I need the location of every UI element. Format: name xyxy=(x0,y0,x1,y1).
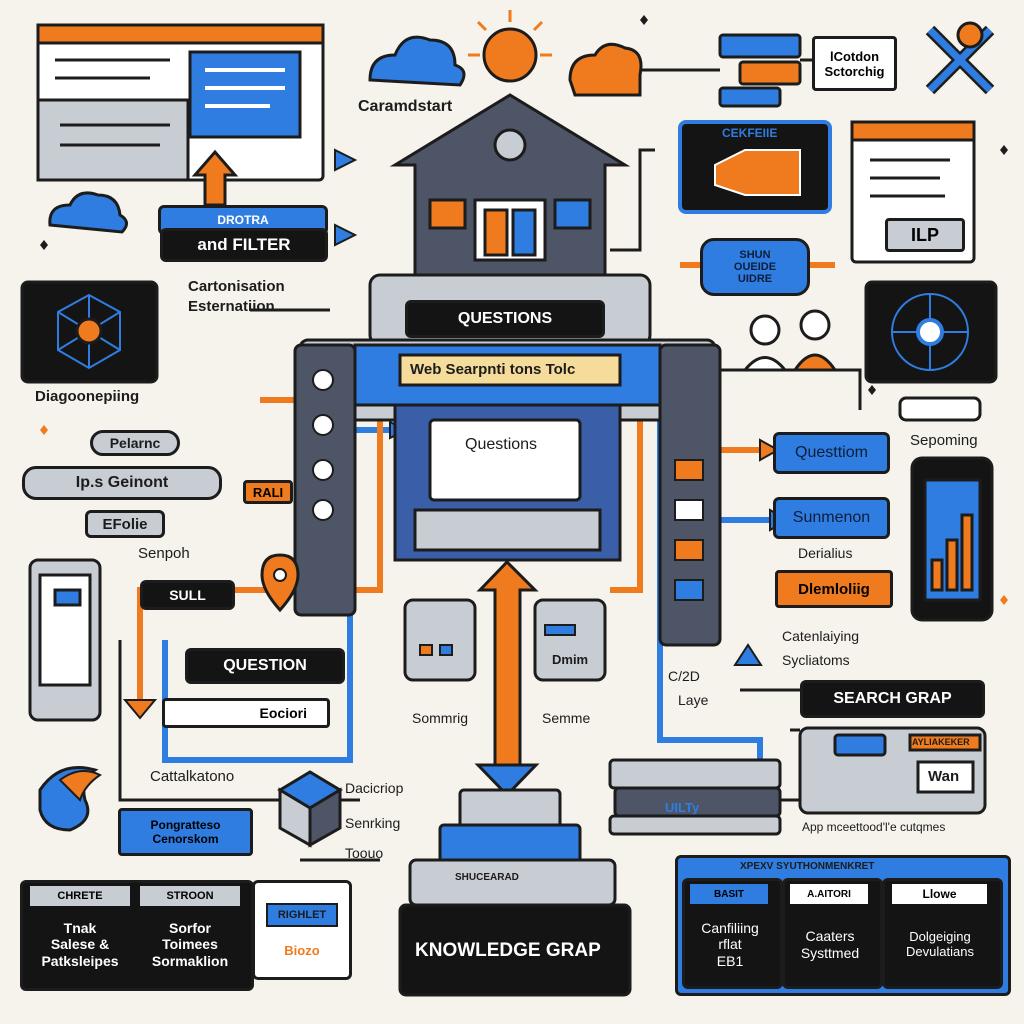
card-llowe-line2: Devulatians xyxy=(906,943,974,959)
efolie-chip[interactable]: EFolie xyxy=(85,510,165,538)
shun-panel[interactable]: SHUN OUEIDE UIDRE xyxy=(700,238,810,296)
card-chrete-line2: Salese & xyxy=(50,936,110,953)
camdstart-label: Caramdstart xyxy=(358,98,453,115)
card-stroon[interactable]: Sorfor Toimees Sormaklion xyxy=(140,912,240,977)
cekfeie-label: CEKFEIIE xyxy=(722,126,778,140)
card-header-stroon: STROON xyxy=(140,886,240,906)
ilp-button[interactable]: ILP xyxy=(885,218,965,252)
card-stroon-line3: Sormaklion xyxy=(151,952,229,969)
diagonepling-label: Diagoonepiing xyxy=(35,388,140,405)
derialius-label: Derialius xyxy=(798,545,853,561)
card-chrete-line1: Tnak xyxy=(63,920,97,937)
question-button[interactable]: QUESTION xyxy=(185,648,345,684)
wan-label: Wan xyxy=(928,768,960,785)
pelarnc-chip[interactable]: Pelarnc xyxy=(90,430,180,456)
esternation-label: Esternatiion xyxy=(188,298,275,315)
biozo-label: Biozo xyxy=(284,942,320,958)
card-aaitori-line2: Systtmed xyxy=(800,944,860,961)
cenorskom-line: Cenorskom xyxy=(152,832,219,846)
card-chrete[interactable]: Tnak Salese & Patksleipes xyxy=(30,912,130,977)
senpoh-label: Senpoh xyxy=(138,545,190,562)
card-llowe-body: Dolgeiging Devulatians xyxy=(884,912,996,977)
card-llowe-line1: Dolgeiging xyxy=(909,928,971,944)
cartonisation-label: Cartonisation xyxy=(188,278,285,295)
toouo-label: Toouo xyxy=(345,845,384,861)
card-basit-header: BASIT xyxy=(690,884,768,904)
catenlaiying-label: Catenlaiying xyxy=(782,628,860,644)
card-chrete-line3: Patksleipes xyxy=(41,952,119,969)
card-llowe-header: Llowe xyxy=(892,884,987,904)
questions-header: QUESTIONS xyxy=(405,300,605,338)
location-line2: Sctorchig xyxy=(824,63,885,79)
sull-button[interactable]: SULL xyxy=(140,580,235,610)
cattalkatono-label: Cattalkatono xyxy=(150,768,235,785)
card-basit-body: Canfiliing rflat EB1 xyxy=(685,912,775,977)
sepoming-label: Sepoming xyxy=(910,432,978,449)
card-aaitori-body: Caaters Systtmed xyxy=(785,912,875,977)
rali-tag[interactable]: RALI xyxy=(243,480,293,504)
pedestal-tag: SHUCEARAD xyxy=(455,872,519,883)
eociori-field[interactable]: Eociori xyxy=(162,698,330,728)
ip-geinont-field[interactable]: Ip.s Geinont xyxy=(22,466,222,500)
righlet-tag: RIGHLET xyxy=(265,902,339,927)
dlemloliig-button[interactable]: Dlemloliig xyxy=(775,570,893,608)
pongratteso-line: Pongratteso xyxy=(150,818,221,832)
questtiom-button[interactable]: Questtiom xyxy=(773,432,890,474)
location-line1: lCotdon xyxy=(829,48,880,64)
card-stroon-line1: Sorfor xyxy=(169,920,211,937)
sunmenon-button[interactable]: Sunmenon xyxy=(773,497,890,539)
cpd-label: C/2D xyxy=(668,668,700,684)
shun-line3: UIDRE xyxy=(737,273,773,285)
shun-line1: SHUN xyxy=(739,249,771,261)
card-basit-line2: rflat xyxy=(718,936,742,953)
card-header-chrete: CHRETE xyxy=(30,886,130,906)
knowledge-graph-title: KNOWLEDGE GRAP xyxy=(415,940,601,961)
sommrig-label: Sommrig xyxy=(412,710,469,726)
book-label: UILTy xyxy=(665,800,700,815)
card-stroon-line2: Toimees xyxy=(162,936,218,953)
app-outcomes-label: App mceettood'l'e cutqmes xyxy=(802,820,946,834)
laye-label: Laye xyxy=(678,692,709,708)
ayliakeker-tag: AYLIAKEKER xyxy=(912,737,970,747)
card-basit-line3: EB1 xyxy=(716,952,744,969)
sycliatoms-label: Sycliatoms xyxy=(782,652,850,668)
semme-label: Semme xyxy=(542,710,591,726)
card-basit-line1: Canfiliing xyxy=(701,920,759,937)
bottom-right-banner: XPEXV SYUTHONMENKRET xyxy=(740,861,875,872)
shun-line2: OUEIDE xyxy=(733,261,777,273)
righlet-card[interactable]: RIGHLET Biozo xyxy=(252,880,352,980)
dmim-label: Dmim xyxy=(552,652,589,667)
web-search-banner: Web Searpnti tons Tolc xyxy=(410,361,576,378)
senrking-label: Senrking xyxy=(345,815,401,831)
card-aaitori-line1: Caaters xyxy=(805,928,855,945)
and-filter-button[interactable]: and FILTER xyxy=(160,228,328,262)
dacicriop-label: Dacicriop xyxy=(345,780,404,796)
monitor-questions-label: Questions xyxy=(465,436,538,453)
location-search-box[interactable]: lCotdon Sctorchig xyxy=(812,36,897,91)
search-graph-button[interactable]: SEARCH GRAP xyxy=(800,680,985,718)
card-aaitori-header: A.AITORI xyxy=(790,884,868,904)
pongratteso-panel[interactable]: Pongratteso Cenorskom xyxy=(118,808,253,856)
